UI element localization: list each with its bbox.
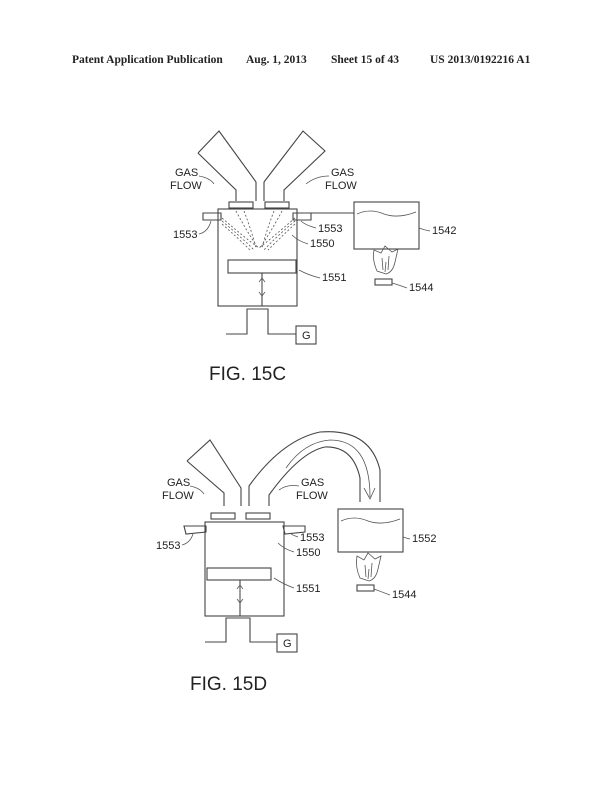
liquid-surface: [356, 210, 417, 217]
generator-box: [295, 325, 317, 345]
side-nozzle-right: [282, 525, 306, 535]
ref-1542: 1542: [432, 225, 456, 237]
ref-1551: 1551: [296, 583, 320, 595]
patent-number: US 2013/0192216 A1: [430, 54, 531, 66]
flame-detail: [381, 255, 390, 273]
spray-pattern: [221, 210, 296, 251]
publication-label: Patent Application Publication: [72, 54, 223, 66]
generator-wiring: [205, 617, 277, 643]
process-chamber: [204, 521, 285, 617]
heater: [356, 584, 375, 592]
flow-arrowhead-icon: [363, 487, 376, 500]
leader-1550: [277, 542, 295, 553]
showerhead-right: [245, 512, 271, 520]
gas-flow-right-line1: GAS: [331, 167, 354, 179]
leader-1544: [391, 282, 408, 289]
ref-1553-right: 1553: [300, 532, 324, 544]
page-header: Patent Application Publication Aug. 1, 2…: [0, 54, 614, 74]
source-vessel: [337, 508, 404, 553]
side-nozzle-left: [202, 212, 222, 221]
leader-gas-right: [278, 485, 300, 491]
leader-1553-right: [289, 532, 299, 538]
figure-caption-15c: FIG. 15C: [209, 364, 286, 385]
heater: [374, 278, 393, 286]
ref-1553-left: 1553: [156, 540, 180, 552]
leader-1553-left: [198, 220, 212, 235]
generator-box: [276, 633, 298, 653]
ref-1544: 1544: [409, 282, 433, 294]
showerhead-right: [264, 201, 290, 209]
showerhead-left: [210, 512, 236, 520]
lift-arrow-icon: [236, 584, 244, 604]
generator-wiring: [226, 308, 296, 335]
ref-1553-left: 1553: [173, 229, 197, 241]
liquid-surface: [340, 517, 401, 524]
flame-detail: [364, 562, 373, 580]
ref-1550: 1550: [296, 547, 320, 559]
process-chamber: [217, 208, 298, 307]
lift-arrow-icon: [258, 277, 266, 297]
figure-caption-15d: FIG. 15D: [190, 674, 267, 695]
figure-15c: G GAS FLOW GAS FLOW 1553 1553 1550 1551 …: [170, 130, 456, 385]
source-vessel: [353, 201, 420, 250]
leader-1542: [418, 227, 431, 232]
leader-1550: [291, 234, 309, 245]
figure-15d: G GAS FLOW GAS FLOW 1553 1553 1550 1551 …: [156, 431, 436, 695]
leader-gas-right: [305, 175, 330, 185]
sheet-number: Sheet 15 of 43: [331, 54, 400, 66]
gas-flow-right-line1: GAS: [301, 477, 324, 489]
generator-label: G: [283, 638, 292, 650]
leader-gas-left: [198, 175, 215, 185]
left-gas-inlet-pipe: [197, 130, 257, 201]
side-nozzle-left: [183, 525, 207, 535]
generator-label: G: [302, 330, 311, 342]
flow-arrow-line: [285, 439, 371, 498]
leader-1553-left: [181, 533, 194, 546]
gas-flow-left-line2: FLOW: [162, 490, 194, 502]
ref-1544: 1544: [392, 589, 416, 601]
gas-flow-left-line1: GAS: [175, 167, 198, 179]
gas-flow-left-line1: GAS: [167, 477, 190, 489]
side-nozzle-right: [292, 212, 312, 221]
leader-1552: [402, 536, 411, 540]
ref-1553-right: 1553: [318, 223, 342, 235]
recirculation-pipe: [248, 431, 381, 506]
substrate-holder: [206, 567, 272, 581]
right-gas-inlet-pipe: [263, 130, 326, 201]
leader-gas-left: [189, 485, 205, 495]
flame-icon: [356, 552, 382, 582]
gas-flow-right-line2: FLOW: [296, 490, 328, 502]
ref-1551: 1551: [322, 272, 346, 284]
ref-1552: 1552: [412, 533, 436, 545]
ref-1550: 1550: [310, 238, 334, 250]
flame-icon: [373, 245, 399, 275]
showerhead-left: [228, 201, 254, 209]
gas-flow-right-line2: FLOW: [325, 180, 357, 192]
substrate-holder: [227, 259, 297, 274]
left-gas-inlet-pipe: [186, 439, 242, 506]
leader-1551: [273, 577, 295, 589]
leader-1551: [298, 269, 321, 279]
publication-date: Aug. 1, 2013: [246, 54, 307, 66]
gas-flow-left-line2: FLOW: [170, 180, 202, 192]
leader-1544: [373, 588, 391, 596]
leader-1553-right: [300, 220, 317, 229]
